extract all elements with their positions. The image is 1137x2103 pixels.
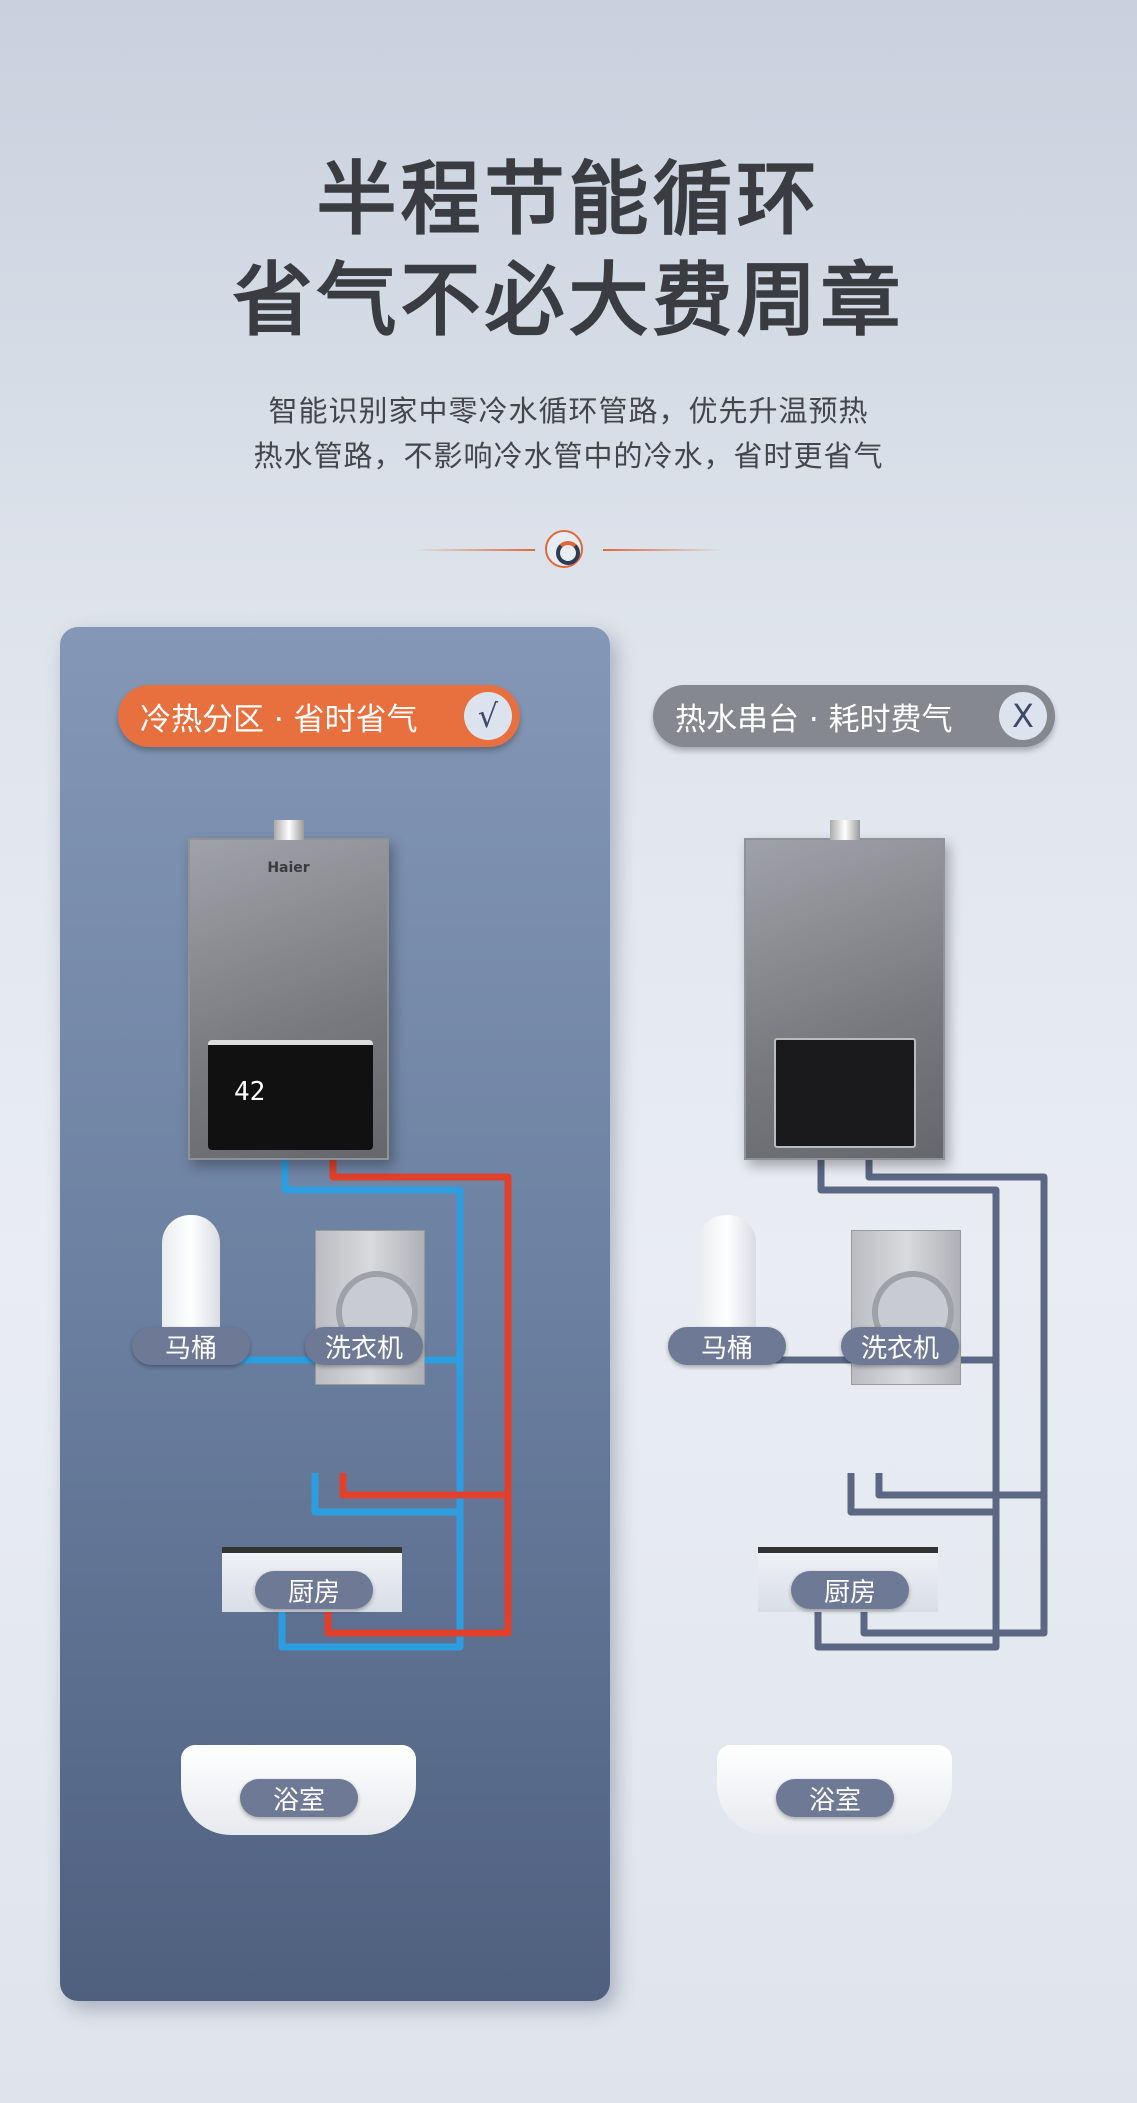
display-temp: 42 bbox=[234, 1077, 266, 1107]
divider-left bbox=[415, 549, 535, 551]
divider-right bbox=[603, 549, 723, 551]
grey-main-pipe bbox=[814, 1160, 1000, 1651]
water-heater-right bbox=[744, 820, 945, 1160]
cross-icon: X bbox=[999, 692, 1047, 740]
bad-badge-label: 热水串台 · 耗时费气 bbox=[675, 701, 953, 738]
hot-main-pipe bbox=[324, 1160, 512, 1637]
bath-label: 浴室 bbox=[240, 1779, 358, 1817]
grey-kitchen-pipe bbox=[847, 1473, 996, 1516]
subtitle-line1: 智能识别家中零冷水循环管路，优先升温预热 bbox=[268, 394, 869, 428]
flue-pipe bbox=[830, 820, 860, 840]
hot-kitchen-pipe bbox=[339, 1473, 508, 1499]
blank-display bbox=[774, 1038, 916, 1148]
kitchen-label: 厨房 bbox=[255, 1571, 373, 1609]
hot-pipes-left bbox=[324, 1160, 512, 1637]
good-badge: 冷热分区 · 省时省气 √ bbox=[118, 685, 520, 747]
cold-kitchen-pipe bbox=[311, 1473, 460, 1516]
subtitle-line2: 热水管路，不影响冷水管中的冷水，省时更省气 bbox=[253, 439, 884, 473]
kitchen-label: 厨房 bbox=[791, 1571, 909, 1609]
brand-label: Haier bbox=[267, 860, 310, 876]
grey-hot-pipe bbox=[860, 1160, 1048, 1637]
bad-badge: 热水串台 · 耗时费气 X bbox=[653, 685, 1055, 747]
title-line1: 半程节能循环 bbox=[316, 153, 821, 246]
washer-label: 洗衣机 bbox=[305, 1327, 423, 1365]
toilet-label: 马桶 bbox=[668, 1327, 786, 1365]
grey-hot-kitchen-pipe bbox=[875, 1473, 1044, 1499]
title-line2: 省气不必大费周章 bbox=[232, 254, 905, 347]
cold-main-pipe bbox=[278, 1160, 464, 1651]
good-badge-label: 冷热分区 · 省时省气 bbox=[140, 701, 418, 738]
check-icon: √ bbox=[464, 692, 512, 740]
flue-pipe bbox=[274, 820, 304, 840]
water-heater-left: Haier 42 bbox=[188, 820, 389, 1160]
control-display: 42 bbox=[208, 1040, 373, 1150]
brand-logo-icon bbox=[545, 530, 583, 568]
toilet-label: 马桶 bbox=[132, 1327, 250, 1365]
washer-label: 洗衣机 bbox=[841, 1327, 959, 1365]
bath-label: 浴室 bbox=[776, 1779, 894, 1817]
